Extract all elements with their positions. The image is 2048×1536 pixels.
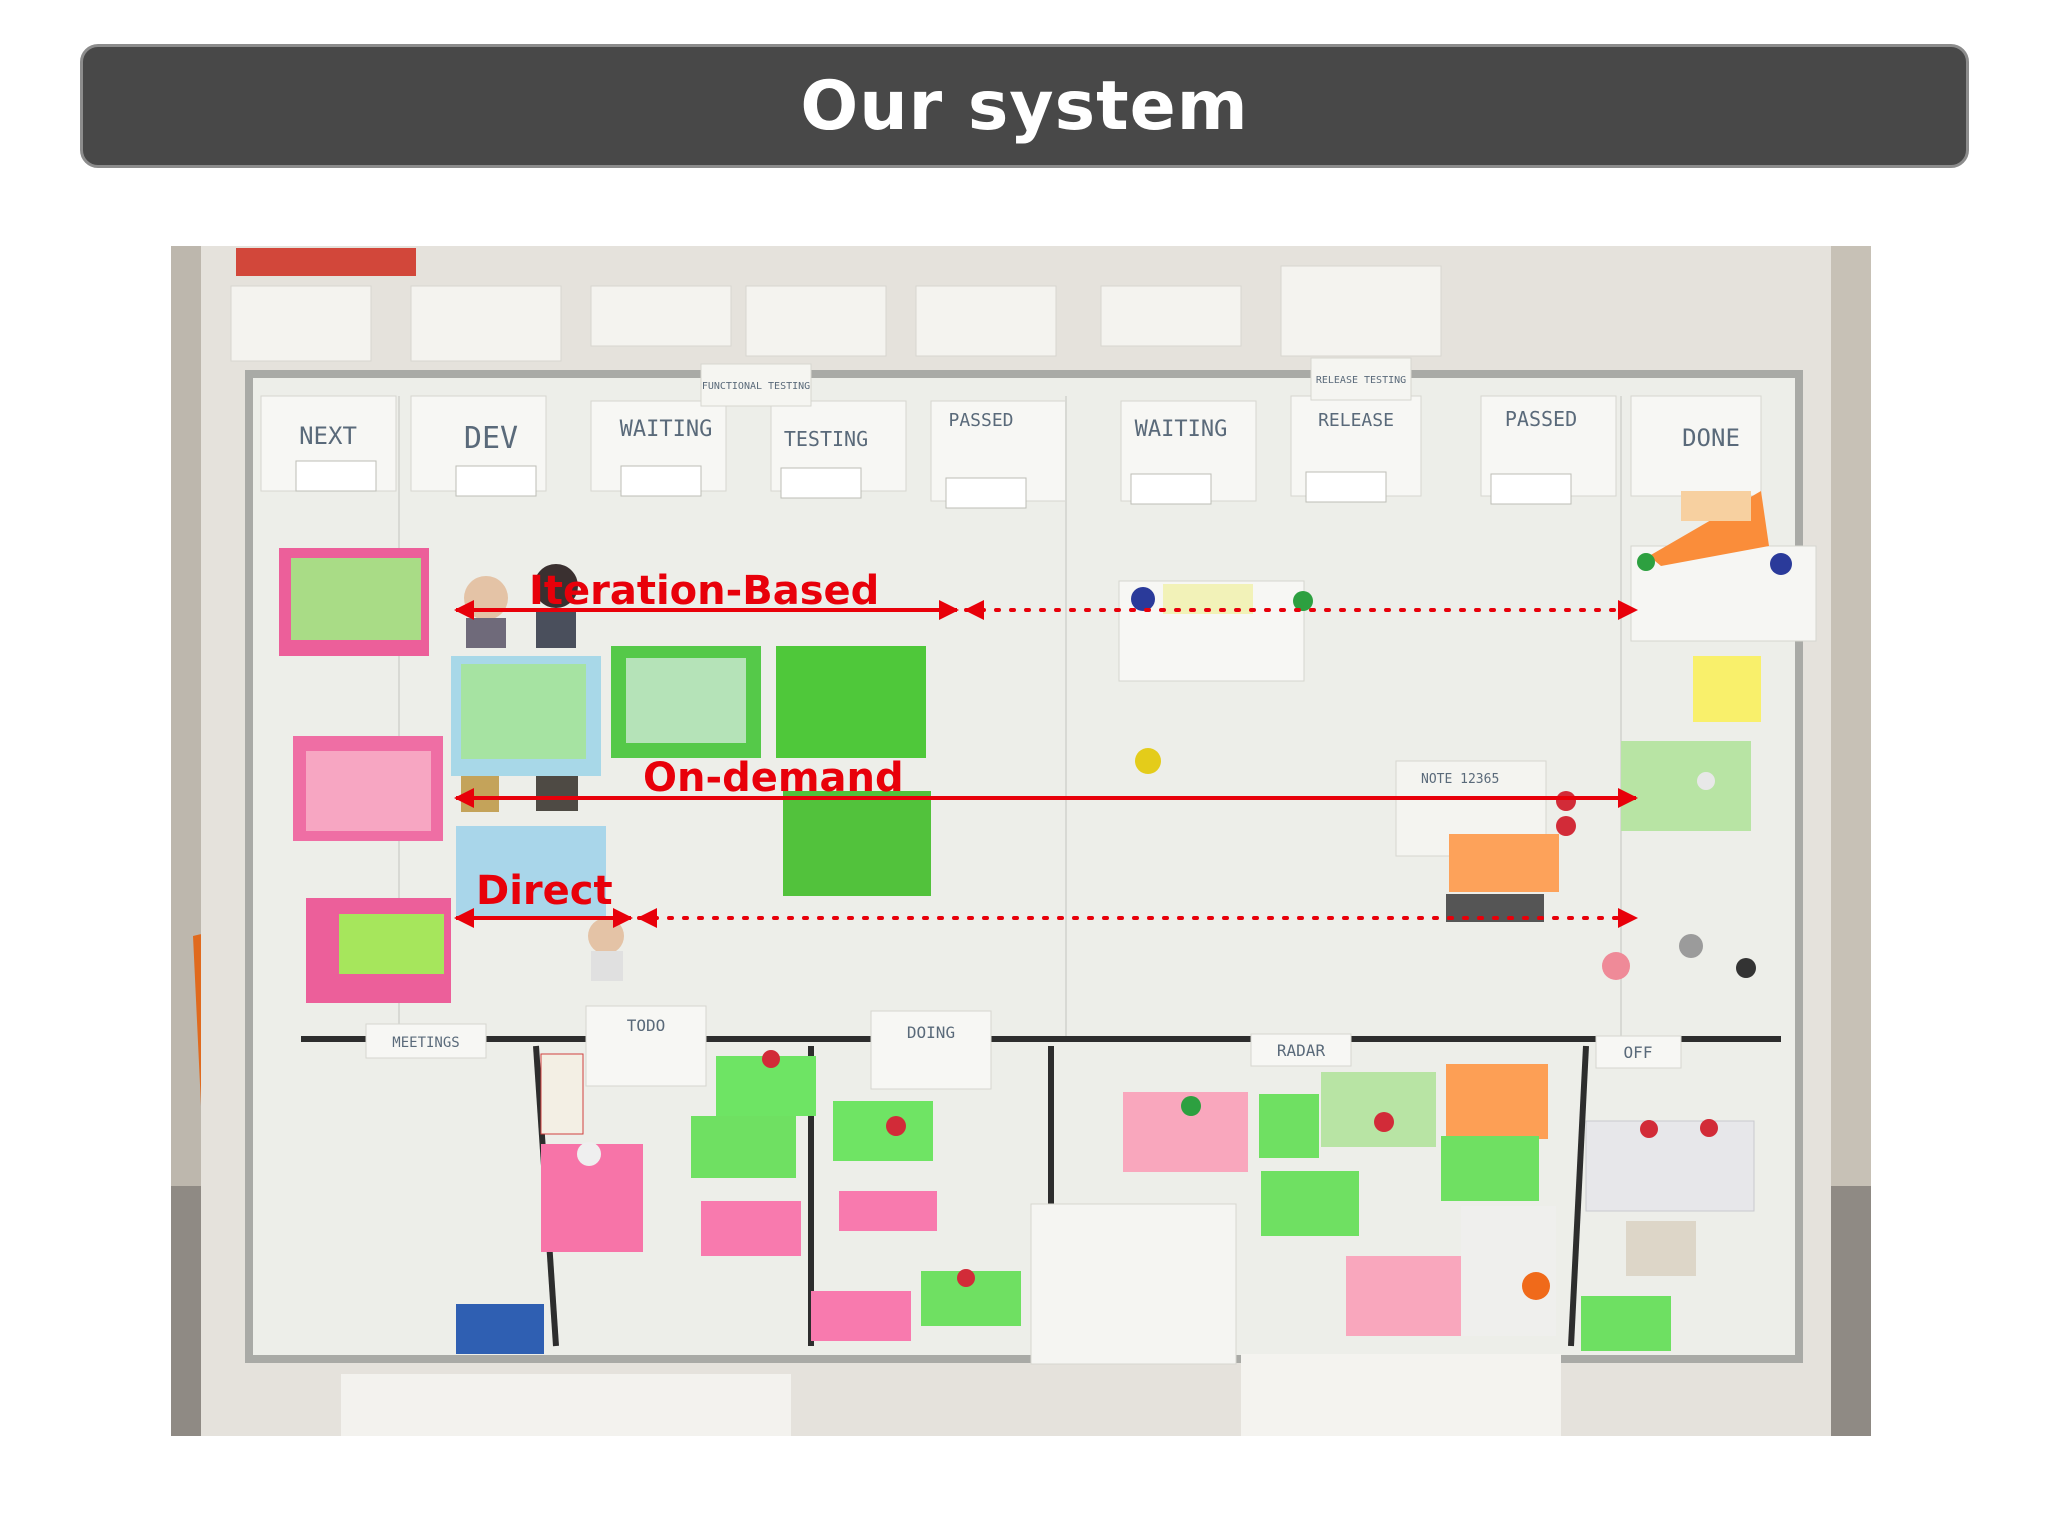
slide-title-bar: Our system: [80, 44, 1969, 168]
column-label: PASSED: [948, 410, 1013, 431]
column-label: NEXT: [299, 422, 357, 450]
group-label-card: [1310, 357, 1412, 401]
red-banner: [236, 248, 416, 276]
bottom-label: DOING: [907, 1023, 955, 1042]
column-label: PASSED: [1505, 407, 1577, 431]
column-label: DONE: [1682, 424, 1740, 452]
group-label: FUNCTIONAL TESTING: [702, 381, 810, 392]
column-label: TESTING: [784, 427, 868, 451]
done-card: [1621, 741, 1751, 831]
bottom-label: RADAR: [1277, 1041, 1326, 1060]
bottom-label: MEETINGS: [392, 1035, 459, 1051]
column-label: WAITING: [1135, 417, 1228, 442]
column-label: WAITING: [620, 417, 713, 442]
column-label: DEV: [464, 421, 518, 456]
annotation-iteration-based: Iteration-Based: [529, 568, 879, 614]
yellow-sticky: [1693, 656, 1761, 722]
bottom-label: TODO: [627, 1016, 666, 1035]
bottom-paper: [341, 1374, 791, 1436]
small-note: NOTE 12365: [1421, 772, 1499, 787]
magnets: [577, 1050, 1718, 1300]
bottom-section-labels: MEETINGS TODO DOING RADAR OFF: [365, 1005, 1682, 1090]
annotation-direct: Direct: [476, 868, 613, 914]
eraser: [456, 1304, 544, 1354]
orange-sticky: [1449, 834, 1559, 892]
bottom-label: OFF: [1624, 1043, 1653, 1062]
group-label-card: [700, 363, 812, 407]
board-illustration: NEXT DEV WAITING TESTING PASSED WAITING …: [171, 246, 1871, 1436]
dev-column-cards: [451, 646, 931, 916]
group-label: RELEASE TESTING: [1316, 375, 1406, 386]
annotation-on-demand: On-demand: [643, 755, 904, 801]
column-label: RELEASE: [1318, 410, 1394, 431]
flow-annotations: Iteration-Based On-demand Direct: [454, 568, 1638, 928]
kanban-board-photo: NEXT DEV WAITING TESTING PASSED WAITING …: [171, 246, 1871, 1436]
column-labels: NEXT DEV WAITING TESTING PASSED WAITING …: [299, 407, 1740, 456]
pink-swimlane-cards: [279, 548, 451, 1003]
bottom-section-rail: [301, 1036, 1781, 1042]
metric-cards: [295, 460, 1572, 509]
definition-of-done-papers: [230, 265, 1442, 362]
bottom-paper: [1241, 1354, 1561, 1436]
slide-title: Our system: [800, 66, 1249, 146]
